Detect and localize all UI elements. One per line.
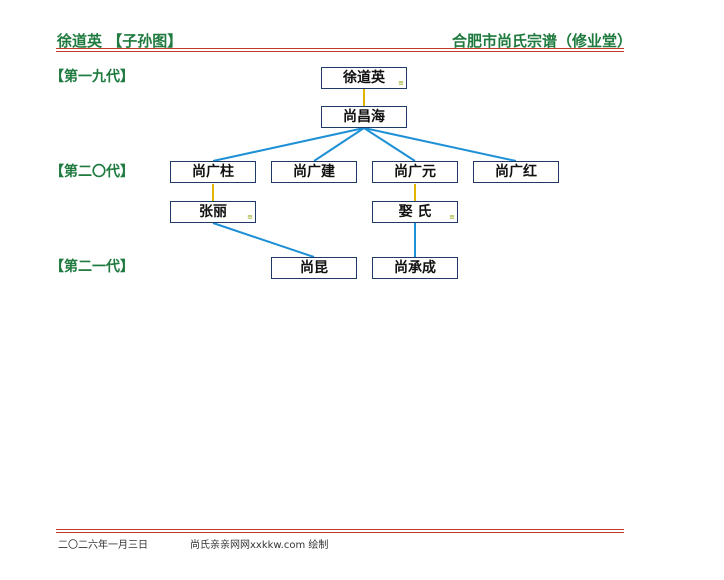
person-name: 张丽 xyxy=(199,204,227,220)
person-qushi[interactable]: 娶 氏 ≡ xyxy=(372,201,458,223)
generation-label-21: 【第二一代】 xyxy=(50,259,134,275)
footer-rule-bottom xyxy=(56,532,624,533)
generation-label-20: 【第二〇代】 xyxy=(50,164,134,180)
person-shangguangzhu[interactable]: 尚广柱 xyxy=(170,161,256,183)
person-name: 尚广元 xyxy=(394,164,436,180)
genealogy-title: 合肥市尚氏宗谱（修业堂） xyxy=(451,32,632,50)
page-title: 徐道英 【子孙图】 xyxy=(57,32,183,50)
spouse-marker-icon: ≡ xyxy=(247,213,253,221)
header-rule-top xyxy=(56,48,624,49)
footer-rule-top xyxy=(56,529,624,530)
person-shangguanghong[interactable]: 尚广红 xyxy=(473,161,559,183)
person-shangkun[interactable]: 尚昆 xyxy=(271,257,357,279)
person-name: 尚广建 xyxy=(293,164,335,180)
header-rule-bottom xyxy=(56,51,624,52)
person-shangguangjian[interactable]: 尚广建 xyxy=(271,161,357,183)
generation-label-19: 【第一九代】 xyxy=(50,69,134,85)
person-xudaoying[interactable]: 徐道英 ≡ xyxy=(321,67,407,89)
person-zhangli[interactable]: 张丽 ≡ xyxy=(170,201,256,223)
parent-link-guangzhu xyxy=(212,127,365,162)
person-name: 尚昆 xyxy=(300,260,328,276)
person-name: 尚承成 xyxy=(394,260,436,276)
person-name: 尚广红 xyxy=(495,164,537,180)
parent-link-guangjian xyxy=(313,127,365,162)
person-name: 娶 氏 xyxy=(398,204,432,220)
parent-link-guangyuan xyxy=(363,127,416,162)
person-shangguangyuan[interactable]: 尚广元 xyxy=(372,161,458,183)
person-name: 尚昌海 xyxy=(343,109,385,125)
person-shangchengcheng[interactable]: 尚承成 xyxy=(372,257,458,279)
footer-date: 二〇二六年一月三日 xyxy=(58,540,148,551)
parent-link-guanghong xyxy=(363,127,517,162)
person-name: 徐道英 xyxy=(343,70,385,86)
spouse-marker-icon: ≡ xyxy=(398,79,404,87)
parent-link-kun xyxy=(212,222,315,258)
person-name: 尚广柱 xyxy=(192,164,234,180)
person-shangchanghai[interactable]: 尚昌海 xyxy=(321,106,407,128)
footer-credit: 尚氏亲亲网网xxkkw.com 绘制 xyxy=(190,540,329,551)
spouse-marker-icon: ≡ xyxy=(449,213,455,221)
